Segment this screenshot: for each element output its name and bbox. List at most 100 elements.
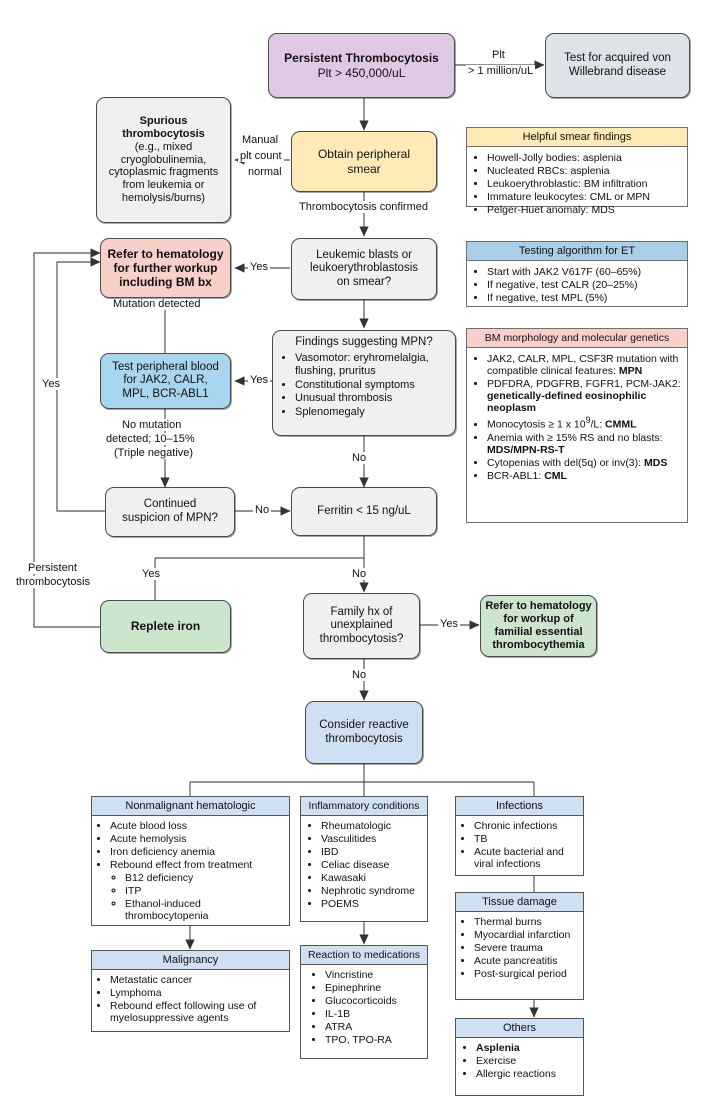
list-item: Asplenia <box>476 1042 579 1054</box>
node-continued-suspicion[interactable]: Continued suspicion of MPN? <box>105 487 235 537</box>
list-item: BCR-ABL1: CML <box>487 470 681 482</box>
node-title: Persistent Thrombocytosis <box>284 51 439 66</box>
nonmalignant-sublist: B12 deficiency ITP Ethanol-induced throm… <box>110 872 285 922</box>
node-consider-reactive[interactable]: Consider reactive thrombocytosis <box>305 701 423 764</box>
item-bold: genetically-defined eosinophilic neoplas… <box>487 390 647 414</box>
item-bold: MDS/MPN-RS-T <box>487 443 565 456</box>
list-item: Post-surgical period <box>474 968 579 980</box>
list-item: Vasculitides <box>321 833 423 845</box>
list-item: Monocytosis ≥ 1 x 109/L: CMML <box>487 415 681 431</box>
node-line-2: leukoerythroblastosis <box>309 262 419 275</box>
node-von-willebrand[interactable]: Test for acquired von Willebrand disease <box>545 33 690 98</box>
list-item: TB <box>474 833 579 845</box>
list-item: Anemia with ≥ 15% RS and no blasts: MDS/… <box>487 432 681 456</box>
edge-label-yes-ferritin: Yes <box>140 568 162 580</box>
list-item: Rebound effect from treatment B12 defici… <box>110 859 285 922</box>
edge-label-thrombocytosis-confirmed: Thrombocytosis confirmed <box>297 201 430 213</box>
category-title: Others <box>456 1019 583 1038</box>
list-item: Vincristine <box>325 969 423 981</box>
node-line-3: familial essential <box>494 626 583 638</box>
item-text-2: /L: <box>590 418 606 431</box>
node-line-4: thrombocythemia <box>492 638 585 651</box>
list-item: Acute hemolysis <box>110 833 285 845</box>
list-item: Pelger-Huet anomaly: MDS <box>487 204 681 216</box>
edge-label-persistent-1: Persistent <box>26 562 79 574</box>
node-ferritin[interactable]: Ferritin < 15 ng/uL <box>291 487 437 536</box>
edge-label-plt: Plt <box>490 49 507 61</box>
category-inflammatory-conditions: Inflammatory conditions Rheumatologic Va… <box>300 796 428 922</box>
list-item: Epinephrine <box>325 982 423 994</box>
edge-label-no-mutation-2: detected; 10–15% <box>104 433 197 445</box>
list-item: ITP <box>125 885 285 897</box>
list-item: Nephrotic syndrome <box>321 885 423 897</box>
list-item: B12 deficiency <box>125 872 285 884</box>
list-item: Acute blood loss <box>110 820 285 832</box>
list-item: If negative, test MPL (5%) <box>487 292 681 304</box>
list-item: If negative, test CALR (20–25%) <box>487 279 681 291</box>
category-title: Malignancy <box>92 951 289 970</box>
node-family-hx[interactable]: Family hx of unexplained thrombocytosis? <box>303 593 420 659</box>
list-item: Myocardial infarction <box>474 929 579 941</box>
node-refer-familial[interactable]: Refer to hematology for workup of famili… <box>480 595 597 657</box>
list-item: Kawasaki <box>321 872 423 884</box>
list-item: Constitutional symptoms <box>295 379 451 392</box>
list-item: Splenomegaly <box>295 406 451 419</box>
node-line-2: thrombocytosis <box>325 732 403 745</box>
list-item: Leukoerythroblastic: BM infiltration <box>487 178 681 190</box>
list-item: Rheumatologic <box>321 820 423 832</box>
edge-label-plt-count: plt count <box>238 150 284 162</box>
node-refer-hematology-bm[interactable]: Refer to hematology for further workup i… <box>100 238 231 298</box>
item-text: Rebound effect from treatment <box>110 859 253 871</box>
item-bold: MPN <box>618 365 643 377</box>
edge-label-yes-blasts: Yes <box>248 261 270 273</box>
node-line-1: Replete iron <box>130 619 201 634</box>
node-findings-suggesting-mpn[interactable]: Findings suggesting MPN? Vasomotor: eryh… <box>272 330 456 436</box>
node-line-2: smear <box>347 161 381 176</box>
node-line-3: MPL, BCR-ABL1 <box>122 387 209 400</box>
list-item: Iron deficiency anemia <box>110 846 285 858</box>
list-item: TPO, TPO-RA <box>325 1034 423 1046</box>
node-persistent-thrombocytosis[interactable]: Persistent Thrombocytosis Plt > 450,000/… <box>268 33 455 98</box>
node-title: Findings suggesting MPN? <box>295 336 433 348</box>
medications-list: Vincristine Epinephrine Glucocorticoids … <box>303 969 423 1046</box>
node-line-7: hemolysis/burns) <box>121 192 206 205</box>
bm-morphology-list: JAK2, CALR, MPL, CSF3R mutation with com… <box>471 353 681 482</box>
edge-label-plt-million: > 1 million/uL <box>466 65 536 77</box>
list-item: JAK2, CALR, MPL, CSF3R mutation with com… <box>487 353 681 377</box>
item-text: JAK2, CALR, MPL, CSF3R mutation with com… <box>487 353 679 377</box>
others-list: Asplenia Exercise Allergic reactions <box>458 1042 579 1080</box>
category-tissue-damage: Tissue damage Thermal burns Myocardial i… <box>455 892 584 1000</box>
list-item: Rebound effect following use of myelosup… <box>110 1000 285 1024</box>
list-item: Unusual thrombosis <box>295 392 451 405</box>
node-line-6: from leukemia or <box>122 179 205 192</box>
list-item: ATRA <box>325 1021 423 1033</box>
item-sup: 9 <box>585 415 591 425</box>
node-line-1: Refer to hematology <box>107 246 224 261</box>
node-spurious-thrombocytosis[interactable]: Spurious thrombocytosis (e.g., mixed cry… <box>96 97 231 223</box>
panel-title: Helpful smear findings <box>467 128 687 147</box>
smear-findings-list: Howell-Jolly bodies: asplenia Nucleated … <box>471 152 681 216</box>
list-item: Exercise <box>476 1055 579 1067</box>
edge-label-no-continued: No <box>253 504 272 516</box>
node-test-peripheral-blood[interactable]: Test peripheral blood for JAK2, CALR, MP… <box>100 353 231 409</box>
malignancy-list: Metastatic cancer Lymphoma Rebound effec… <box>94 974 285 1024</box>
node-leukemic-blasts[interactable]: Leukemic blasts or leukoerythroblastosis… <box>291 238 437 300</box>
list-item: Start with JAK2 V617F (60–65%) <box>487 266 681 278</box>
category-nonmalignant-hematologic: Nonmalignant hematologic Acute blood los… <box>91 796 290 926</box>
panel-title: Testing algorithm for ET <box>467 242 687 261</box>
list-item: Cytopenias with del(5q) or inv(3): MDS <box>487 457 681 469</box>
node-line-3: thrombocytosis? <box>319 632 404 645</box>
edge-label-yes-left: Yes <box>40 378 62 390</box>
list-item: Allergic reactions <box>476 1068 579 1080</box>
node-line-1: Test for acquired von <box>564 51 671 64</box>
item-text: Monocytosis ≥ 1 x 10 <box>487 418 586 431</box>
list-item: Thermal burns <box>474 916 579 928</box>
edge-label-persistent-2: thrombocytosis <box>14 576 92 588</box>
item-bold: CML <box>544 469 567 482</box>
infections-list: Chronic infections TB Acute bacterial an… <box>458 820 579 870</box>
node-replete-iron[interactable]: Replete iron <box>100 600 231 653</box>
category-title: Tissue damage <box>456 893 583 912</box>
edge-label-no-findings: No <box>350 452 369 464</box>
node-obtain-smear[interactable]: Obtain peripheral smear <box>291 131 437 192</box>
